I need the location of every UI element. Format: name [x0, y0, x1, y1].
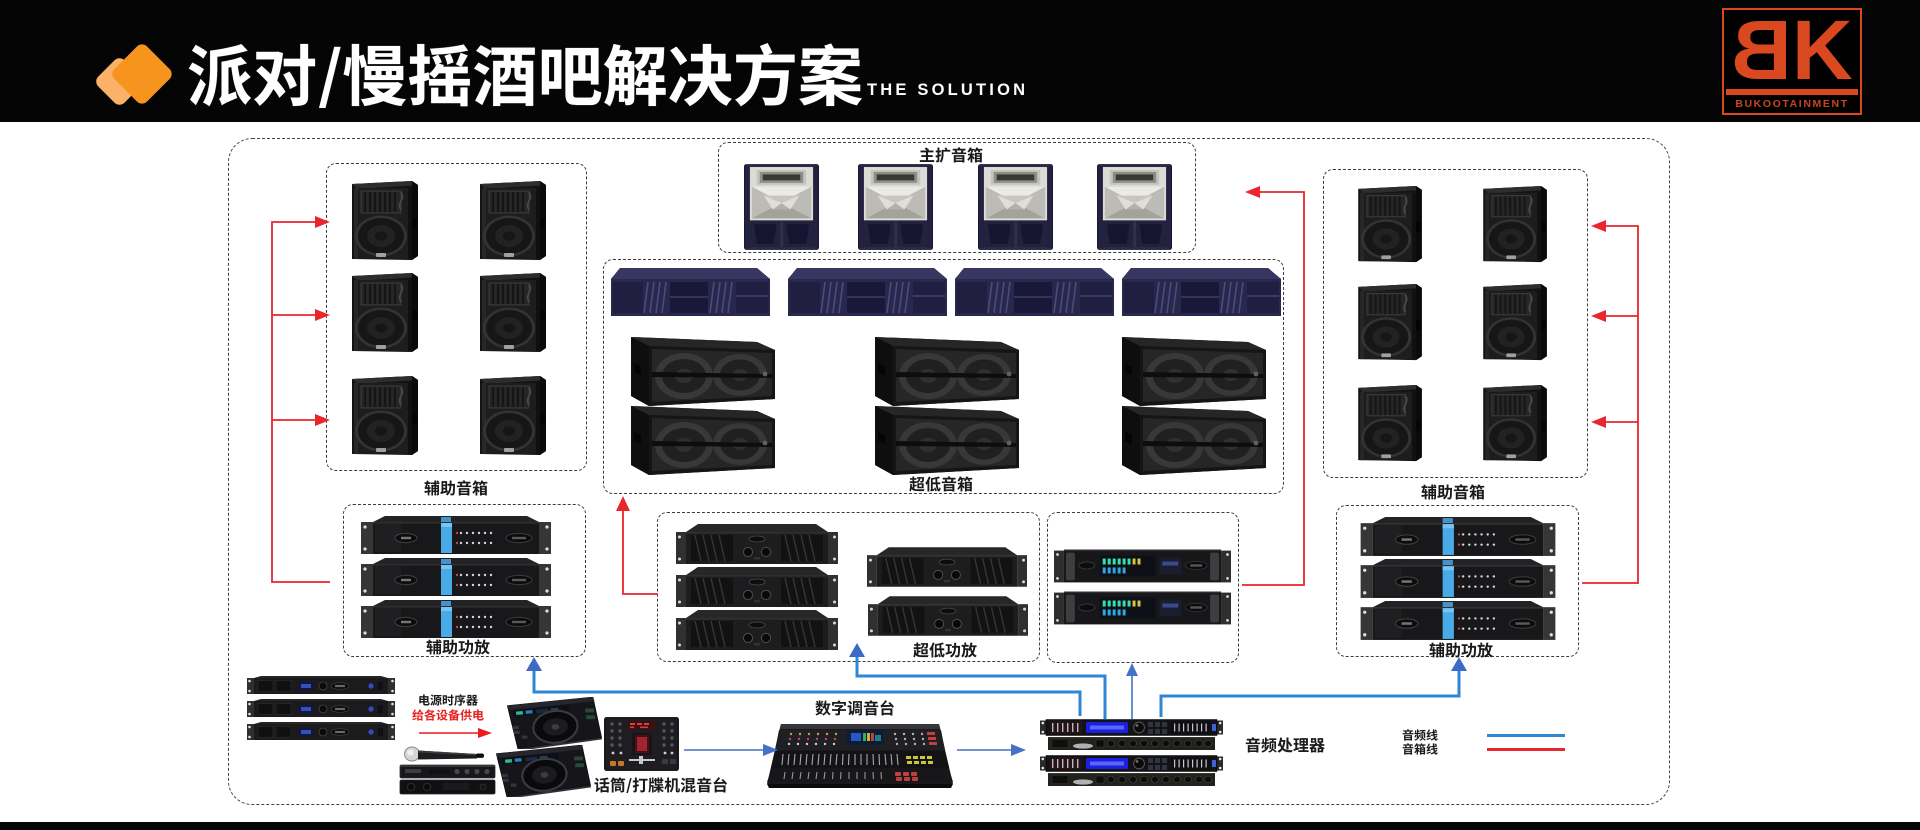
aux-amplifier-right — [1360, 559, 1556, 600]
power-sequencer — [247, 699, 395, 719]
audio-processor — [1040, 719, 1223, 736]
line-array-speaker — [611, 268, 770, 317]
legend-audio-line-swatch — [1487, 734, 1565, 737]
sub-amplifier — [868, 596, 1028, 638]
aux-speaker-right — [1479, 185, 1552, 264]
power-sequencer — [247, 676, 395, 696]
brand-name: BUKOOTAINMENT — [1735, 98, 1849, 110]
aux-speaker-left — [348, 272, 423, 354]
dj-mixer — [604, 717, 679, 771]
aux-speaker-right — [1354, 283, 1427, 362]
sub-amplifier — [676, 567, 838, 609]
main-speaker — [1097, 164, 1172, 250]
page-title-text: 派对/慢摇酒吧解决方案 — [187, 108, 188, 109]
group-main-speakers — [718, 142, 1196, 253]
group-main-amps — [1047, 512, 1239, 663]
sub-amplifier — [676, 524, 838, 566]
page-subtitle: THE SOLUTION — [867, 81, 1029, 99]
audio-processor-rear — [1048, 737, 1215, 750]
brand-letters: BK — [1724, 3, 1860, 97]
subwoofer — [865, 406, 1019, 475]
subwoofer — [1112, 337, 1266, 406]
header: 派对/慢摇酒吧解决方案 THE SOLUTION BK BUKOOTAINMEN… — [0, 0, 1920, 122]
label-power-note: 给各设备供电 — [412, 709, 484, 721]
page-title: 派对/慢摇酒吧解决方案 — [187, 42, 863, 108]
aux-speaker-left — [348, 375, 423, 457]
subwoofer — [621, 406, 775, 475]
audio-processor-rear — [1048, 773, 1215, 786]
label-audio-processor: 音频处理器 — [1245, 737, 1325, 753]
aux-amplifier-left — [361, 600, 551, 640]
sub-amplifier — [676, 610, 838, 652]
line-array-speaker — [1122, 268, 1281, 317]
brand-letter-k: K — [1792, 3, 1853, 97]
power-sequencer — [247, 722, 395, 742]
label-main-speakers: 主扩音箱 — [919, 147, 983, 163]
label-aux-speakers-right: 辅助音箱 — [1421, 484, 1485, 500]
legend-audio-line-label: 音频线 — [1402, 729, 1438, 741]
aux-speaker-right — [1354, 185, 1427, 264]
main-speaker — [744, 164, 819, 250]
main-speaker — [978, 164, 1053, 250]
wireless-mic-set — [399, 742, 499, 795]
aux-speaker-left — [348, 180, 423, 262]
aux-amplifier-left — [361, 558, 551, 598]
digital-mixing-console — [767, 720, 953, 793]
label-aux-amps-right: 辅助功放 — [1429, 642, 1493, 658]
main-speaker — [858, 164, 933, 250]
label-digital-mixer: 数字调音台 — [815, 700, 895, 716]
label-mic-dj-mixer: 话筒/打牒机混音台 — [594, 777, 728, 793]
brand-diamond-icon — [93, 41, 175, 108]
aux-amplifier-right — [1360, 601, 1556, 642]
main-amplifier — [1054, 546, 1231, 585]
aux-speaker-left — [476, 180, 551, 262]
line-array-speaker — [955, 268, 1114, 317]
system-outline — [228, 138, 1670, 805]
label-power-sequencer: 电源时序器 — [418, 694, 478, 706]
subwoofer — [1112, 406, 1266, 475]
label-aux-speakers-left: 辅助音箱 — [424, 480, 488, 496]
aux-speaker-right — [1479, 384, 1552, 463]
aux-speaker-right — [1479, 283, 1552, 362]
brand-logo: BK BUKOOTAINMENT — [1722, 3, 1862, 115]
label-sub-speakers: 超低音箱 — [909, 476, 973, 492]
aux-speaker-right — [1354, 384, 1427, 463]
dj-cd-player — [505, 697, 602, 749]
main-amplifier — [1054, 588, 1231, 627]
subwoofer — [621, 337, 775, 406]
label-aux-amps-left: 辅助功放 — [426, 639, 490, 655]
legend-speaker-line-label: 音箱线 — [1402, 743, 1438, 755]
line-array-speaker — [788, 268, 947, 317]
brand-letter-b: B — [1739, 3, 1792, 97]
legend-speaker-line-swatch — [1487, 748, 1565, 751]
sub-amplifier — [867, 546, 1027, 590]
label-sub-amps: 超低功放 — [913, 642, 977, 658]
group-aux-amps-left — [343, 504, 586, 657]
audio-processor — [1040, 755, 1223, 772]
aux-speaker-left — [476, 375, 551, 457]
footer-bar — [0, 822, 1920, 830]
dj-cd-player — [494, 745, 591, 797]
subwoofer — [865, 337, 1019, 406]
brand-logo-bar — [1726, 89, 1858, 95]
aux-amplifier-left — [361, 516, 551, 556]
aux-speaker-left — [476, 272, 551, 354]
aux-amplifier-right — [1360, 517, 1556, 558]
